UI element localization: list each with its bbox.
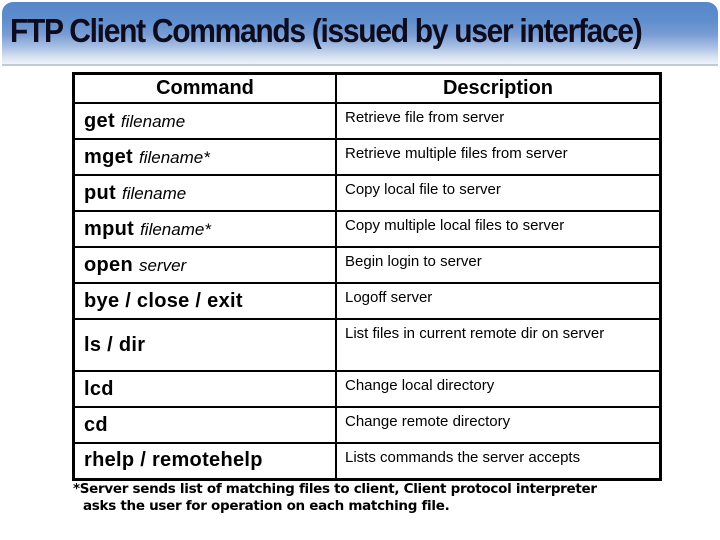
table-row: lcd Change local directory [72,370,662,408]
command-cell: bye / close / exit [72,282,337,320]
table-row: bye / close / exit Logoff server [72,282,662,320]
command-name: put [84,181,116,204]
description-cell: List files in current remote dir on serv… [335,318,662,372]
description-cell: Retrieve multiple files from server [335,138,662,176]
command-name: lcd [84,377,114,400]
command-name: cd [84,413,108,436]
title-band: FTP Client Commands (issued by user inte… [2,2,718,66]
table-row: put filename Copy local file to server [72,174,662,212]
command-name: mget [84,145,133,168]
description-cell: Change local directory [335,370,662,408]
command-name: ls / dir [84,333,146,356]
command-cell: rhelp / remotehelp [72,442,337,480]
footnote: *Server sends list of matching files to … [73,481,597,515]
description-cell: Change remote directory [335,406,662,444]
command-cell: ls / dir [72,318,337,372]
command-name: bye / close / exit [84,289,243,312]
command-cell: cd [72,406,337,444]
command-name: mput [84,217,135,240]
description-cell: Begin login to server [335,246,662,284]
command-argument: filename* [138,147,210,167]
footnote-line-1: *Server sends list of matching files to … [73,481,597,497]
table-header-row: Command Description [72,72,662,104]
command-cell: put filename [72,174,337,212]
command-column-header: Command [72,72,337,104]
page-title: FTP Client Commands (issued by user inte… [10,13,643,50]
command-argument: filename [122,183,187,203]
command-name: open [84,253,133,276]
table-row: cd Change remote directory [72,406,662,444]
command-name: get [84,109,115,132]
command-argument: filename* [140,219,211,239]
description-cell: Lists commands the server accepts [335,442,662,480]
command-cell: lcd [72,370,337,408]
description-cell: Copy multiple local files to server [335,210,662,248]
table-row: rhelp / remotehelp Lists commands the se… [72,442,662,480]
footnote-line-2: asks the user for operation on each matc… [83,498,450,514]
command-argument: filename [120,111,186,131]
description-cell: Logoff server [335,282,662,320]
description-cell: Retrieve file from server [335,102,662,140]
table-row: ls / dir List files in current remote di… [72,318,662,372]
command-name: rhelp / remotehelp [84,449,263,472]
description-column-header: Description [335,72,662,104]
description-cell: Copy local file to server [335,174,662,212]
command-argument: server [138,255,187,275]
